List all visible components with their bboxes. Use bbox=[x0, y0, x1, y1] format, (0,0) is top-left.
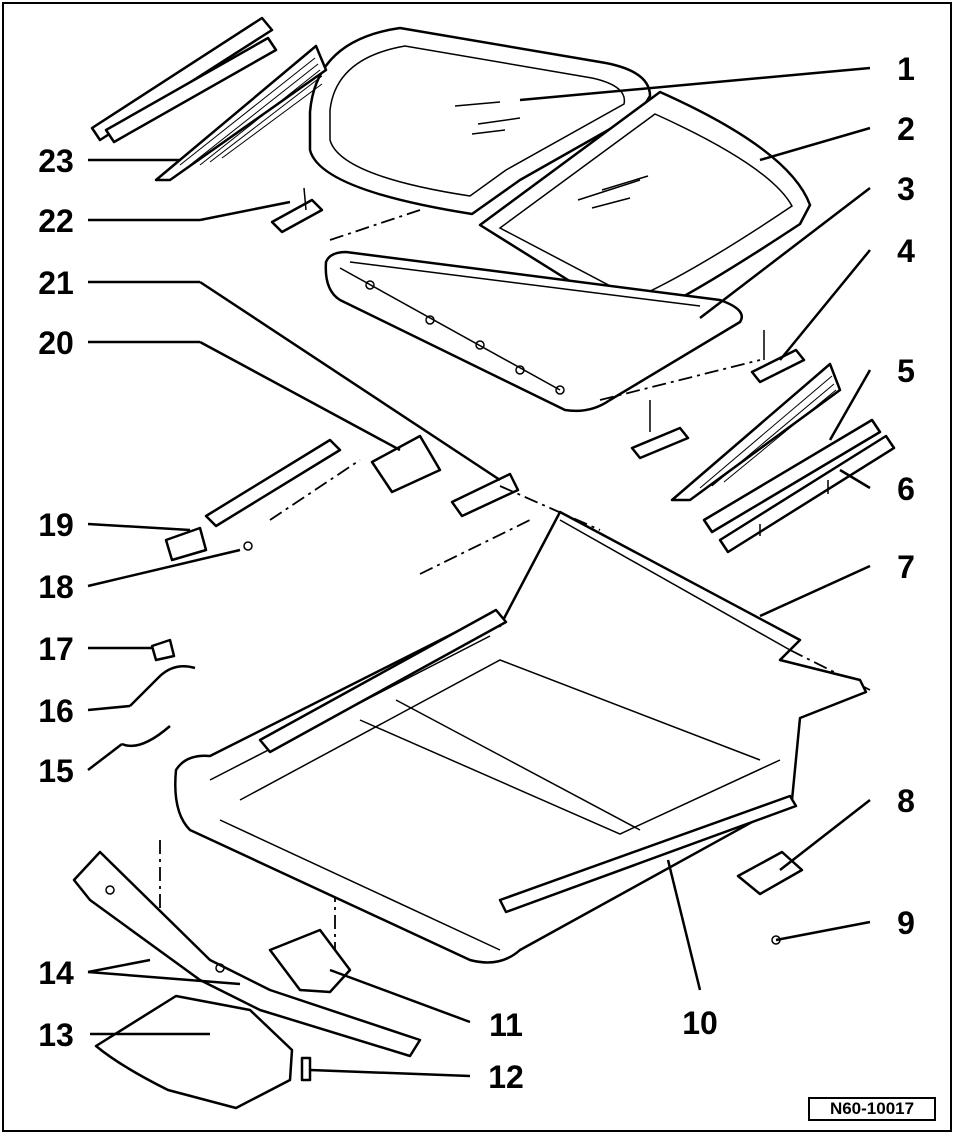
callout-6: 6 bbox=[897, 471, 915, 507]
bracket-part-4 bbox=[750, 330, 806, 384]
trim-panel-part-13 bbox=[94, 994, 294, 1110]
glass-panel-part bbox=[308, 26, 652, 216]
drain-hose-part bbox=[121, 638, 196, 748]
bracket-part-14 bbox=[72, 850, 422, 1058]
callout-10: 10 bbox=[682, 1005, 718, 1041]
callout-12: 12 bbox=[488, 1059, 524, 1095]
callout-11: 11 bbox=[489, 1007, 523, 1043]
callout-20: 20 bbox=[38, 325, 74, 361]
callout-9: 9 bbox=[897, 905, 915, 941]
guide-rail-part-5 bbox=[702, 418, 882, 534]
wind-deflector-part-right bbox=[670, 362, 842, 502]
callout-13: 13 bbox=[38, 1017, 74, 1053]
bracket-part-22 bbox=[270, 187, 324, 234]
callout-7: 7 bbox=[897, 549, 915, 585]
bracket-part-lower bbox=[630, 400, 690, 460]
callout-22: 22 bbox=[38, 203, 74, 239]
guide-rail-part-6 bbox=[718, 434, 896, 554]
callout-14: 14 bbox=[38, 955, 74, 991]
callout-2: 2 bbox=[897, 111, 915, 147]
main-housing-part bbox=[174, 510, 868, 964]
callout-21: 21 bbox=[38, 265, 74, 301]
seal-frame-part bbox=[478, 90, 812, 321]
callout-17: 17 bbox=[38, 631, 74, 667]
wind-deflector-part-left bbox=[90, 16, 328, 182]
callout-16: 16 bbox=[38, 693, 74, 729]
screw-part-12 bbox=[300, 1056, 312, 1082]
callout-18: 18 bbox=[38, 569, 74, 605]
reference-code: N60-10017 bbox=[808, 1097, 936, 1121]
motor-part-11 bbox=[268, 928, 352, 994]
callout-8: 8 bbox=[897, 783, 915, 819]
callout-5: 5 bbox=[897, 353, 915, 389]
sliding-frame-part bbox=[324, 250, 743, 413]
callout-1: 1 bbox=[897, 51, 915, 87]
cable-mechanism-left bbox=[164, 434, 520, 562]
callout-labels: 1 2 3 4 5 6 7 8 9 10 11 12 13 14 15 16 1… bbox=[38, 51, 915, 1095]
callout-19: 19 bbox=[38, 507, 74, 543]
bracket-part-8 bbox=[736, 850, 804, 945]
callout-4: 4 bbox=[897, 233, 915, 269]
leader-lines bbox=[87, 66, 872, 1078]
callout-23: 23 bbox=[38, 143, 74, 179]
callout-15: 15 bbox=[38, 753, 74, 789]
callout-3: 3 bbox=[897, 171, 915, 207]
